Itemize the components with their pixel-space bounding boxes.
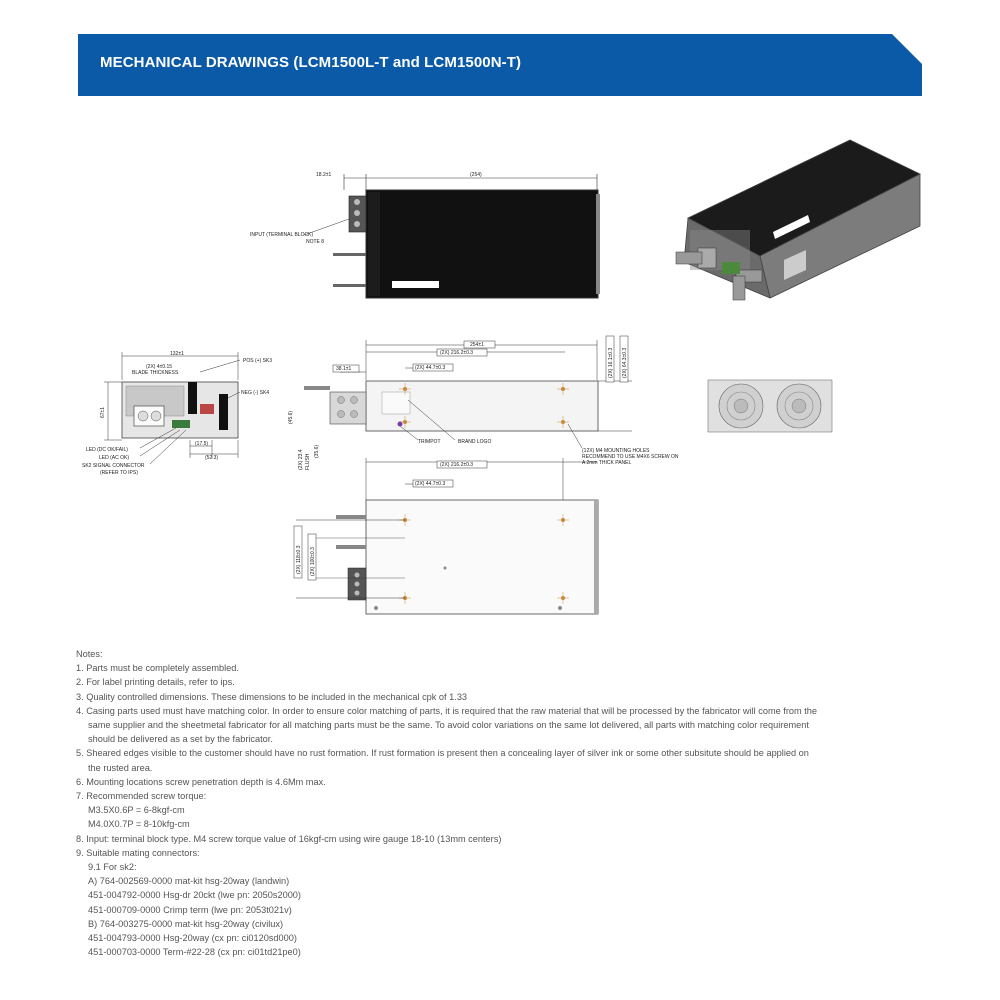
end-view: 132±1 (2X) 4±0.15 BLADE THICKNESS 67±1 P… (82, 351, 272, 476)
bottom-dim-216: (2X) 216.2±0.3 (440, 462, 473, 468)
top-view: 18.2±1 (254) INPUT (TERMINAL BLOCK) NOTE… (250, 172, 600, 299)
note-item: 3. Quality controlled dimensions. These … (76, 691, 468, 702)
note-item: 6. Mounting locations screw penetration … (76, 776, 326, 787)
note-subitem: 451-004792-0000 Hsg-dr 20ckt (lwe pn: 20… (88, 890, 301, 901)
note-subitem: A) 764-002569-0000 mat-kit hsg-20way (la… (88, 876, 290, 887)
bottom-dim-v2: (2X) 100±0.3 (310, 547, 316, 576)
note-subitem: 451-004793-0000 Hsg-20way (cx pn: ci0120… (88, 933, 297, 944)
sk2-label: SK2 SIGNAL CONNECTOR (82, 463, 145, 469)
note-item: 2. For label printing details, refer to … (76, 677, 235, 688)
bottom-view: (2X) 216.2±0.3 (2X) 44.7±0.3 (2X) 118±0.… (293, 458, 599, 615)
note-item: 5. Sheared edges visible to the customer… (76, 748, 809, 759)
side-dim-38: 38.1±1 (336, 366, 351, 372)
side-dim-v3: (45.6) (288, 411, 294, 424)
note-item: 4. Casing parts used must have matching … (76, 705, 817, 716)
isometric-view (675, 139, 921, 301)
banner-shape (78, 34, 922, 96)
chassis-top (365, 189, 599, 299)
side-dim-254: 254±1 (470, 342, 484, 348)
input-note: NOTE 8 (306, 239, 324, 245)
note-item-cont: same supplier and the sheetmetal fabrica… (88, 720, 809, 731)
label-plate-iso (773, 215, 810, 239)
notes-heading: Notes: (76, 649, 103, 659)
label-plate (392, 281, 439, 288)
note-item: 7. Recommended screw torque: (76, 791, 207, 802)
dim-blade: (2X) 4±0.15 (146, 364, 172, 370)
note-item-cont: should be delivered as a set by the fabr… (88, 734, 273, 745)
header-banner: MECHANICAL DRAWINGS (LCM1500L-T and LCM1… (78, 34, 922, 96)
pos-label: POS (+) SK3 (243, 358, 272, 364)
holes-label-2: RECOMMEND TO USE M4X6 SCREW ON (582, 454, 679, 460)
input-label: INPUT (TERMINAL BLOCK) (250, 232, 313, 238)
dim-length: (254) (470, 172, 482, 178)
bottom-dim-v1: (2X) 118±0.3 (296, 545, 302, 574)
side-dim-v2: (2X) 64.3±0.3 (622, 348, 628, 378)
dim-offset: 18.2±1 (316, 172, 331, 178)
note-item: 8. Input: terminal block type. M4 screw … (76, 833, 502, 844)
note-subitem: B) 764-003275-0000 mat-kit hsg-20way (ci… (88, 918, 284, 929)
side-dim-44: (2X) 44.7±0.3 (415, 365, 445, 371)
blade-label: BLADE THICKNESS (132, 370, 179, 376)
led-dc-label: LED (DC OK/FAIL) (86, 447, 128, 453)
side-dim-v5: FLUSH (305, 453, 311, 470)
side-dim-216: (2X) 216.2±0.3 (440, 350, 473, 356)
note-subitem: 451-000703-0000 Term-#22-28 (cx pn: ci01… (88, 947, 301, 958)
holes-label-3: A 2mm THICK PANEL (582, 460, 631, 466)
brand-logo-label: BRAND LOGO (458, 439, 491, 445)
note-subitem: 9.1 For sk2: (88, 862, 137, 873)
bottom-dim-44: (2X) 44.7±0.3 (415, 481, 445, 487)
trimpot-label: TRIMPOT (418, 439, 441, 445)
note-subitem: M3.5X0.6P = 6-8kgf-cm (88, 805, 185, 816)
note-item-cont: the rusted area. (88, 762, 153, 773)
page-title: MECHANICAL DRAWINGS (LCM1500L-T and LCM1… (100, 54, 522, 71)
dim-52-3: (52.3) (205, 455, 218, 461)
note-item: 9. Suitable mating connectors: (76, 847, 200, 858)
led-ac-label: LED (AC OK) (99, 455, 129, 461)
side-view: 254±1 (2X) 216.2±0.3 (2X) 44.7±0.3 38.1±… (288, 335, 679, 470)
fan-end-view (707, 379, 833, 433)
dim-17-5: (17.5) (195, 441, 208, 447)
mechanical-drawing: 18.2±1 (254) INPUT (TERMINAL BLOCK) NOTE… (82, 139, 921, 615)
notes-section: Notes: 1. Parts must be completely assem… (76, 647, 926, 959)
holes-label-1: (12X) M4 MOUNTING HOLES (582, 448, 650, 454)
dim-height: 67±1 (100, 407, 106, 418)
side-dim-v6: (35.6) (314, 445, 320, 458)
note-item: 1. Parts must be completely assembled. (76, 663, 239, 674)
sk2-refer: (REFER TO IPS) (100, 470, 138, 476)
side-dim-v4: (2X) 23.4 (298, 449, 304, 470)
note-subitem: M4.0X0.7P = 8-10kfg-cm (88, 819, 190, 830)
note-subitem: 451-000709-0000 Crimp term (lwe pn: 2053… (88, 904, 292, 915)
dim-width: 132±1 (170, 351, 184, 357)
side-dim-v1: (2X) 16.1±0.3 (608, 348, 614, 378)
neg-label: NEG (-) SK4 (241, 390, 269, 396)
